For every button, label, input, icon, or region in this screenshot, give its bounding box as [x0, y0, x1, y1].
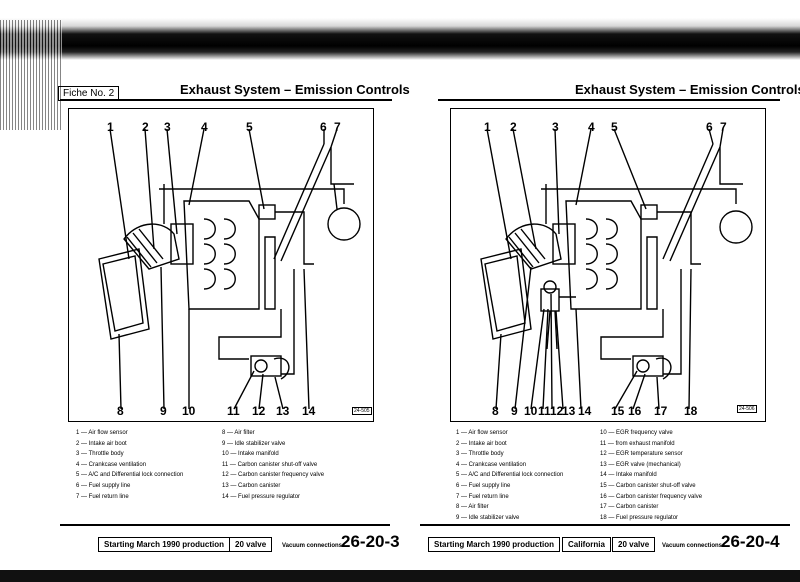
- left-page: Fiche No. 2 Exhaust System – Emission Co…: [0, 0, 410, 570]
- legend-item: 7 — Fuel return line: [76, 493, 129, 500]
- legend-item: 10 — EGR frequency valve: [600, 430, 673, 436]
- legend-item: 6 — Fuel supply line: [76, 482, 131, 489]
- scan-shadow-top: [0, 0, 800, 60]
- footer-rule: [60, 524, 390, 526]
- legend-item: 4 — Crankcase ventilation: [76, 461, 147, 468]
- engine-schematic: [480, 128, 753, 410]
- legend-item: 14 — Intake manifold: [600, 472, 657, 479]
- legend-item: 16 — Carbon canister frequency valve: [600, 493, 703, 500]
- callout-18: 18: [684, 404, 698, 418]
- callout-11: 11: [227, 404, 240, 418]
- legend-item: 7 — Fuel return line: [456, 493, 509, 500]
- section-label: Vacuum connections: [282, 543, 343, 549]
- callout-3: 3: [164, 120, 171, 134]
- legend-item: 2 — Intake air boot: [456, 440, 507, 447]
- legend-item: 13 — Carbon canister: [222, 482, 281, 489]
- callout-2: 2: [142, 120, 149, 134]
- right-page: Exhaust System – Emission Controls: [400, 0, 800, 570]
- legend-item: 10 — Intake manifold: [222, 451, 279, 458]
- callout-2: 2: [510, 120, 517, 134]
- variant-label: 20 valve: [229, 537, 273, 552]
- callout-13: 13: [276, 404, 290, 418]
- legend-item: 8 — Air filter: [222, 430, 255, 436]
- variant-label: 20 valve: [612, 537, 656, 552]
- legend-item: 15 — Carbon canister shut-off valve: [600, 482, 696, 489]
- figure-ref-code: 24-506: [737, 405, 757, 413]
- callout-3: 3: [552, 120, 559, 134]
- callout-4: 4: [588, 120, 595, 134]
- region-label: California: [562, 537, 611, 552]
- legend-item: 6 — Fuel supply line: [456, 482, 511, 489]
- figure-ref-code: 24-505: [352, 407, 372, 415]
- legend-item: 12 — Carbon canister frequency valve: [222, 472, 325, 479]
- callout-5: 5: [611, 120, 618, 134]
- legend-item: 14 — Fuel pressure regulator: [222, 493, 301, 500]
- legend-item: 13 — EGR valve (mechanical): [600, 461, 681, 468]
- production-label: Starting March 1990 production: [98, 537, 231, 552]
- legend-item: 11 — from exhaust manifold: [600, 440, 675, 447]
- legend-col-2: 8 — Air filter 9 — Idle stabilizer valve…: [222, 428, 324, 502]
- legend-item: 11 — Carbon canister shut-off valve: [222, 461, 318, 468]
- page-number: 26-20-3: [341, 532, 400, 551]
- legend-col-2: 10 — EGR frequency valve 11 — from exhau…: [600, 428, 702, 523]
- legend-item: 1 — Air flow sensor: [76, 430, 128, 436]
- section-label: Vacuum connections: [662, 543, 723, 549]
- legend-item: 2 — Intake air boot: [76, 440, 127, 447]
- page-title: Exhaust System – Emission Controls: [180, 82, 410, 97]
- callout-1: 1: [484, 120, 491, 134]
- callout-6: 6: [706, 120, 713, 134]
- callout-13: 13: [562, 404, 576, 418]
- callout-9: 9: [160, 404, 167, 418]
- legend-item: 9 — Idle stabilizer valve: [456, 514, 520, 521]
- legend-item: 12 — EGR temperature sensor: [600, 451, 683, 458]
- callout-6: 6: [320, 120, 327, 134]
- page-title: Exhaust System – Emission Controls: [575, 82, 800, 97]
- title-rule: [438, 99, 780, 101]
- callout-5: 5: [246, 120, 253, 134]
- vacuum-diagram: 1 2 3 4 5 6 7 8 9 10 11 12 13 14 15 16 1…: [450, 108, 766, 422]
- callout-12: 12: [252, 404, 266, 418]
- callout-15: 15: [611, 404, 625, 418]
- callout-9: 9: [511, 404, 518, 418]
- title-rule: [60, 99, 392, 101]
- callout-10: 10: [524, 404, 538, 418]
- legend-item: 5 — A/C and Differential lock connection: [456, 472, 564, 479]
- legend-item: 5 — A/C and Differential lock connection: [76, 472, 184, 479]
- legend-item: 3 — Throttle body: [76, 451, 124, 458]
- page-number: 26-20-4: [721, 532, 780, 551]
- legend-item: 3 — Throttle body: [456, 451, 504, 458]
- legend-item: 17 — Carbon canister: [600, 504, 659, 511]
- vacuum-diagram: 1 2 3 4 5 6 7 8 9 10 11 12 13 14 24-505: [68, 108, 374, 422]
- footer-rule: [420, 524, 790, 526]
- legend-item: 4 — Crankcase ventilation: [456, 461, 527, 468]
- legend-item: 1 — Air flow sensor: [456, 430, 508, 436]
- legend-item: 18 — Fuel pressure regulator: [600, 514, 679, 521]
- callout-4: 4: [201, 120, 208, 134]
- callout-17: 17: [654, 404, 668, 418]
- callout-8: 8: [492, 404, 499, 418]
- callout-12: 12: [550, 404, 564, 418]
- scan-binding-edge: [0, 20, 62, 130]
- callout-16: 16: [628, 404, 642, 418]
- scan-shadow-bottom: [0, 570, 800, 582]
- callout-1: 1: [107, 120, 114, 134]
- callout-10: 10: [182, 404, 196, 418]
- production-label: Starting March 1990 production: [428, 537, 561, 552]
- engine-schematic: [98, 128, 361, 410]
- callout-7: 7: [334, 120, 341, 134]
- legend-item: 8 — Air filter: [456, 504, 489, 511]
- legend-item: 9 — Idle stabilizer valve: [222, 440, 286, 447]
- legend-col-1: 1 — Air flow sensor 2 — Intake air boot …: [76, 428, 183, 502]
- callout-8: 8: [117, 404, 124, 418]
- callout-14: 14: [302, 404, 316, 418]
- legend-col-1: 1 — Air flow sensor 2 — Intake air boot …: [456, 428, 563, 523]
- callout-7: 7: [720, 120, 727, 134]
- callout-11: 11: [538, 404, 551, 418]
- callout-14: 14: [578, 404, 592, 418]
